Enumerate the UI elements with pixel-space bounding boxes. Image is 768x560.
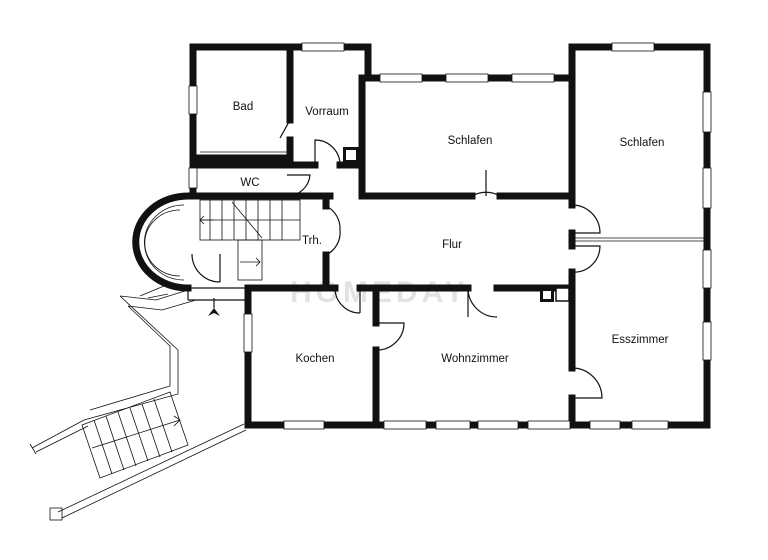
exterior-stairs	[29, 285, 247, 521]
windows	[188, 42, 712, 430]
doors	[191, 119, 603, 399]
chimney-shafts	[343, 147, 570, 302]
room-label-treppenhaus: Trh.	[302, 235, 322, 247]
staircase	[132, 192, 301, 301]
room-label-esszimmer: Esszimmer	[612, 334, 669, 346]
room-label-kochen: Kochen	[295, 353, 334, 365]
room-labels: Bad Vorraum WC Schlafen Schlafen Trh. Fl…	[233, 101, 669, 365]
room-label-schlafen-1: Schlafen	[448, 135, 493, 147]
entrance-arrow-icon	[208, 298, 220, 316]
room-label-wohnzimmer: Wohnzimmer	[441, 353, 509, 365]
interior-walls	[192, 46, 704, 426]
room-label-flur: Flur	[442, 239, 462, 251]
room-label-wc: WC	[240, 177, 259, 189]
room-label-schlafen-2: Schlafen	[620, 137, 665, 149]
room-label-bad: Bad	[233, 101, 253, 113]
room-label-vorraum: Vorraum	[305, 106, 348, 118]
